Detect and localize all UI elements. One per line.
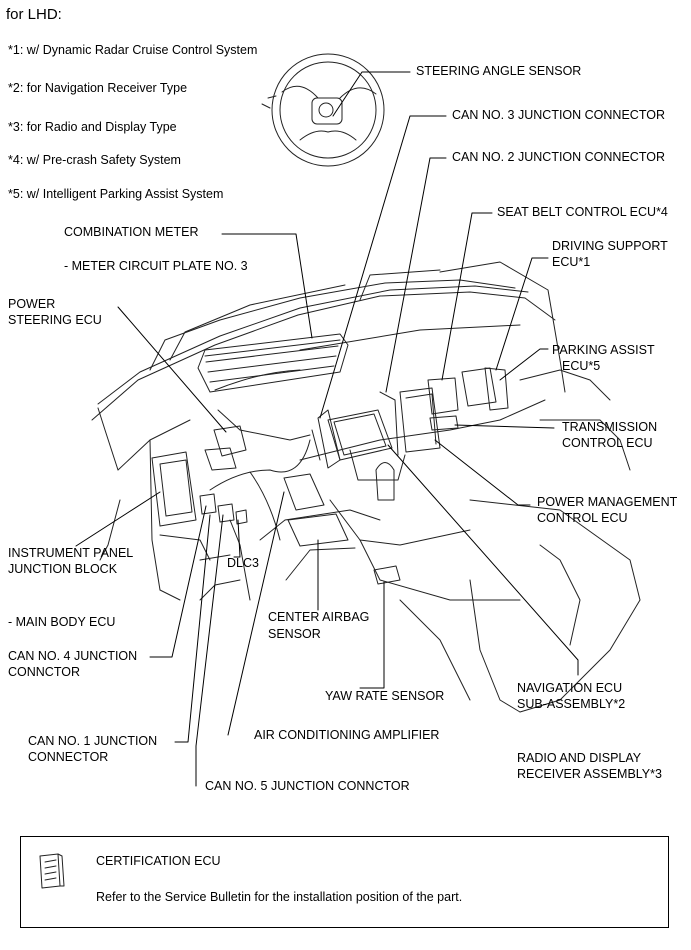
label-can1-1: CAN NO. 1 JUNCTION <box>28 734 158 748</box>
certification-ecu-icon <box>39 853 65 889</box>
label-power-steering-1: POWER <box>8 297 56 311</box>
label-can2: CAN NO. 2 JUNCTION CONNECTOR <box>452 150 665 164</box>
label-can4-2: CONNCTOR <box>8 665 80 679</box>
label-can1-2: CONNECTOR <box>28 750 109 764</box>
leader-lines <box>75 71 579 787</box>
certification-note-box <box>20 836 669 928</box>
label-steering-angle-sensor: STEERING ANGLE SENSOR <box>416 64 582 78</box>
label-meter-plate: - METER CIRCUIT PLATE NO. 3 <box>64 259 248 273</box>
ecu-modules-illustration <box>151 367 509 585</box>
combination-meter-illustration <box>197 333 349 393</box>
label-radio-1: RADIO AND DISPLAY <box>517 751 642 765</box>
label-driving-support-2: ECU*1 <box>552 255 591 269</box>
label-seat-belt-ecu: SEAT BELT CONTROL ECU*4 <box>497 205 668 219</box>
label-yaw-rate-sensor: YAW RATE SENSOR <box>325 689 445 703</box>
label-power-steering-2: STEERING ECU <box>8 313 102 327</box>
label-center-airbag-1: CENTER AIRBAG <box>268 610 370 624</box>
steering-wheel-illustration <box>261 53 385 167</box>
note-2: *2: for Navigation Receiver Type <box>8 81 188 95</box>
note-1: *1: w/ Dynamic Radar Cruise Control Syst… <box>8 43 258 57</box>
label-can4-1: CAN NO. 4 JUNCTION <box>8 649 138 663</box>
label-radio-2: RECEIVER ASSEMBLY*3 <box>517 767 662 781</box>
note-3: *3: for Radio and Display Type <box>8 120 177 134</box>
label-can5: CAN NO. 5 JUNCTION CONNCTOR <box>205 779 410 793</box>
label-dlc3: DLC3 <box>227 556 259 570</box>
label-power-mgmt-2: CONTROL ECU <box>537 511 628 525</box>
label-ipjb-1: INSTRUMENT PANEL <box>8 546 134 560</box>
label-parking-assist-2: ECU*5 <box>562 359 601 373</box>
label-transmission-1: TRANSMISSION <box>562 420 658 434</box>
label-transmission-2: CONTROL ECU <box>562 436 653 450</box>
label-parking-assist-1: PARKING ASSIST <box>552 343 655 357</box>
label-main-body-ecu: - MAIN BODY ECU <box>8 615 116 629</box>
label-can3: CAN NO. 3 JUNCTION CONNECTOR <box>452 108 665 122</box>
label-power-mgmt-1: POWER MANAGEMENT <box>537 495 678 509</box>
navigation-display-illustration <box>311 391 399 469</box>
label-navigation-1: NAVIGATION ECU <box>517 681 623 695</box>
label-certification-ecu: CERTIFICATION ECU <box>96 854 221 868</box>
certification-note-text: Refer to the Service Bulletin for the in… <box>96 890 463 904</box>
page-heading: for LHD: <box>6 6 62 23</box>
label-combination-meter: COMBINATION METER <box>64 225 199 239</box>
dashboard-outline <box>91 261 641 713</box>
note-5: *5: w/ Intelligent Parking Assist System <box>8 187 224 201</box>
note-4: *4: w/ Pre-crash Safety System <box>8 153 181 167</box>
label-driving-support-1: DRIVING SUPPORT <box>552 239 668 253</box>
label-ipjb-2: JUNCTION BLOCK <box>8 562 118 576</box>
label-center-airbag-2: SENSOR <box>268 627 321 641</box>
label-air-conditioning: AIR CONDITIONING AMPLIFIER <box>254 728 440 742</box>
label-navigation-2: SUB-ASSEMBLY*2 <box>517 697 626 711</box>
